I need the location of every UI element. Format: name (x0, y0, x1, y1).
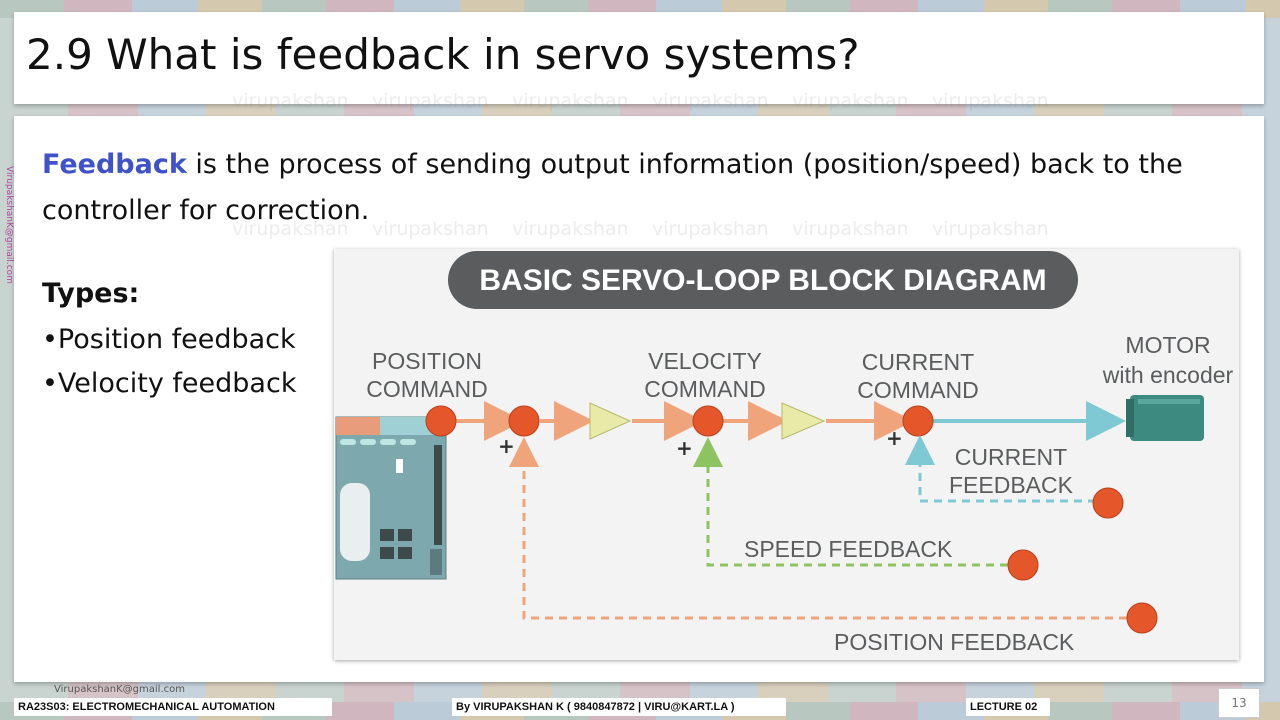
definition-text: is the process of sending output informa… (42, 149, 1183, 226)
label-motor: MOTOR (1125, 332, 1210, 358)
label-velocity-command: VELOCITY (648, 348, 762, 374)
diagram-title: BASIC SERVO-LOOP BLOCK DIAGRAM (479, 264, 1046, 297)
speed-feedback-node (1007, 549, 1039, 581)
motor-icon (1126, 395, 1204, 441)
side-email: VirupakshanK@gmail.com (0, 166, 14, 290)
summing-node (692, 405, 724, 437)
position-feedback-line (509, 437, 1127, 620)
diagram-title-pill (448, 251, 1078, 309)
label-speed-feedback: SPEED FEEDBACK (744, 536, 953, 562)
current-feedback-line (905, 435, 1096, 503)
gain-triangle (781, 402, 826, 440)
type-item-position: •Position feedback (42, 324, 296, 355)
title-bar: 2.9 What is feedback in servo systems? (14, 12, 1264, 104)
servo-loop-diagram: BASIC SERVO-LOOP BLOCK DIAGRAM (334, 249, 1239, 660)
side-email-text: VirupakshanK@gmail.com (3, 166, 14, 284)
servo-drive-icon (335, 416, 447, 580)
plus-sign: + (498, 434, 515, 458)
label-current-command: COMMAND (857, 377, 978, 403)
types-heading: Types: (42, 278, 140, 309)
slide-title: 2.9 What is feedback in servo systems? (26, 30, 860, 79)
label-current-command: CURRENT (862, 349, 974, 375)
label-current-feedback: CURRENT (955, 444, 1067, 470)
definition-paragraph: Feedback is the process of sending outpu… (42, 142, 1222, 234)
speed-feedback-line (693, 437, 1008, 567)
label-current-feedback: FEEDBACK (949, 472, 1074, 498)
diagram-svg: BASIC SERVO-LOOP BLOCK DIAGRAM (335, 251, 1234, 655)
current-feedback-node (1092, 487, 1124, 519)
gain-triangle (589, 402, 632, 440)
plus-sign: + (676, 436, 693, 460)
label-motor: with encoder (1102, 362, 1234, 388)
footer-email: VirupakshanK@gmail.com (54, 684, 185, 695)
footer-author: By VIRUPAKSHAN K ( 9840847872 | VIRU@KAR… (452, 698, 786, 716)
footer-course: RA23S03: ELECTROMECHANICAL AUTOMATION (14, 698, 332, 716)
footer-bar: RA23S03: ELECTROMECHANICAL AUTOMATION By… (0, 696, 1280, 720)
label-position-feedback: POSITION FEEDBACK (834, 629, 1075, 655)
label-position-command: POSITION (372, 348, 482, 374)
summing-node (508, 405, 540, 437)
label-velocity-command: COMMAND (644, 376, 765, 402)
position-feedback-node (1126, 602, 1158, 634)
definition-keyword: Feedback (42, 149, 187, 180)
summing-node (425, 405, 457, 437)
label-position-command: COMMAND (366, 376, 487, 402)
summing-node (902, 405, 934, 437)
type-item-velocity: •Velocity feedback (42, 368, 297, 399)
footer-lecture: LECTURE 02 (966, 698, 1050, 716)
page-number: 13 (1218, 688, 1260, 718)
plus-sign: + (886, 426, 903, 450)
